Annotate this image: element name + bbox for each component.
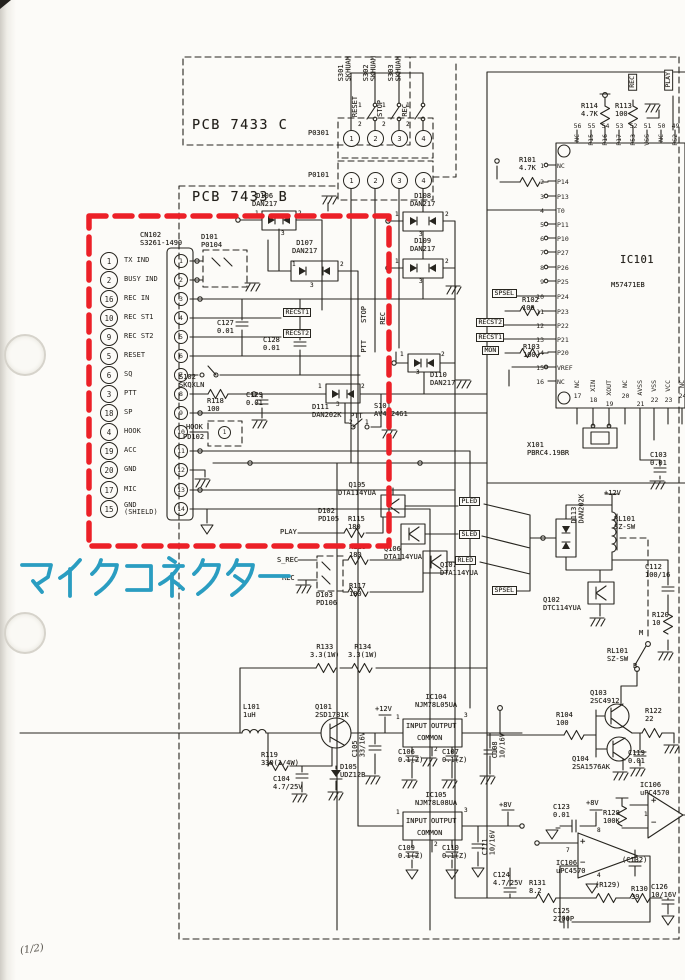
punch-hole <box>4 612 46 654</box>
wires <box>19 71 685 931</box>
resistor-symbols <box>207 105 674 904</box>
scan-corner-mark <box>0 0 11 9</box>
board-boundaries <box>178 56 680 940</box>
chassis-ground-icons <box>200 524 675 926</box>
punch-hole <box>4 334 46 376</box>
diode-symbols <box>268 216 570 777</box>
ground-icons <box>194 103 680 803</box>
component-outlines <box>166 142 685 879</box>
